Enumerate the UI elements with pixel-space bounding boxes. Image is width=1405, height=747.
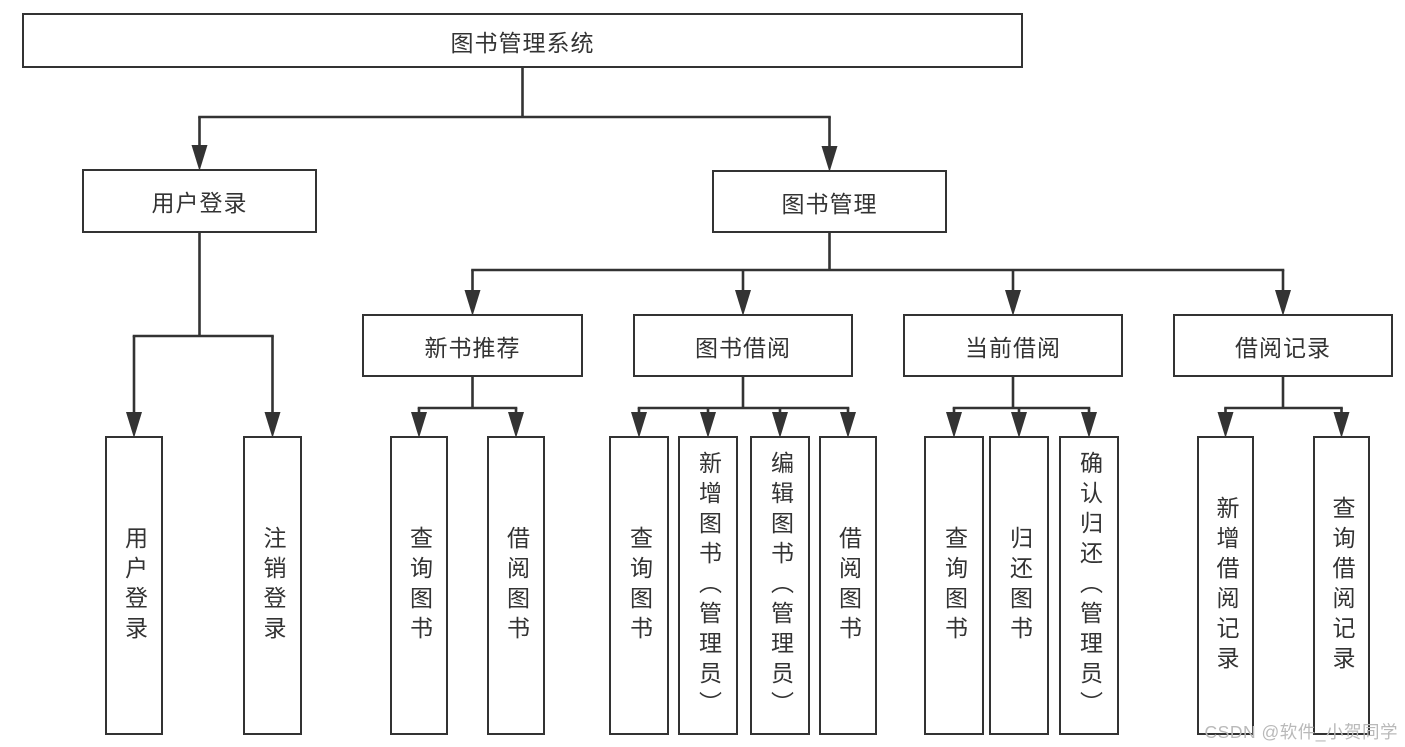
arrowhead-icon (126, 412, 142, 438)
arrowhead-icon (946, 412, 962, 438)
arrowhead-icon (191, 145, 208, 171)
arrowhead-icon (264, 412, 281, 438)
node-leaf-query-books-borrowing: 查询图书 (609, 436, 669, 735)
node-leaf-return-books: 归还图书 (989, 436, 1049, 735)
node-leaf-borrow-books-recommend: 借阅图书 (487, 436, 545, 735)
arrowhead-icon (1333, 412, 1350, 438)
arrowhead-icon (631, 412, 647, 438)
node-borrowing-records: 借阅记录 (1173, 314, 1393, 377)
arrowhead-icon (508, 412, 524, 438)
node-book-management: 图书管理 (712, 170, 947, 233)
node-leaf-edit-books-admin: 编辑图书（管理员） (750, 436, 810, 735)
node-user-login: 用户登录 (82, 169, 317, 233)
node-library-system: 图书管理系统 (22, 13, 1023, 68)
arrowhead-icon (1005, 290, 1021, 316)
arrowhead-icon (1081, 412, 1097, 438)
node-leaf-query-borrow-record: 查询借阅记录 (1313, 436, 1370, 735)
arrowhead-icon (840, 412, 856, 438)
node-leaf-logout: 注销登录 (243, 436, 302, 735)
arrowhead-icon (700, 412, 716, 438)
arrowhead-icon (772, 412, 788, 438)
node-leaf-query-books-recommend: 查询图书 (390, 436, 448, 735)
arrowhead-icon (1011, 412, 1027, 438)
node-leaf-query-books-current: 查询图书 (924, 436, 984, 735)
node-new-book-recommend: 新书推荐 (362, 314, 583, 377)
node-leaf-borrow-books: 借阅图书 (819, 436, 877, 735)
node-current-borrowing: 当前借阅 (903, 314, 1123, 377)
arrowhead-icon (1275, 290, 1291, 316)
arrowhead-icon (1217, 412, 1234, 438)
watermark: CSDN @软件_小贺同学 (1204, 722, 1398, 742)
node-leaf-add-borrow-record: 新增借阅记录 (1197, 436, 1254, 735)
arrowhead-icon (411, 412, 427, 438)
node-leaf-user-login: 用户登录 (105, 436, 163, 735)
arrowhead-icon (821, 146, 838, 172)
arrowhead-icon (464, 290, 481, 316)
node-book-borrowing: 图书借阅 (633, 314, 853, 377)
node-leaf-add-books-admin: 新增图书（管理员） (678, 436, 738, 735)
arrowhead-icon (735, 290, 751, 316)
node-leaf-confirm-return-admin: 确认归还（管理员） (1059, 436, 1119, 735)
